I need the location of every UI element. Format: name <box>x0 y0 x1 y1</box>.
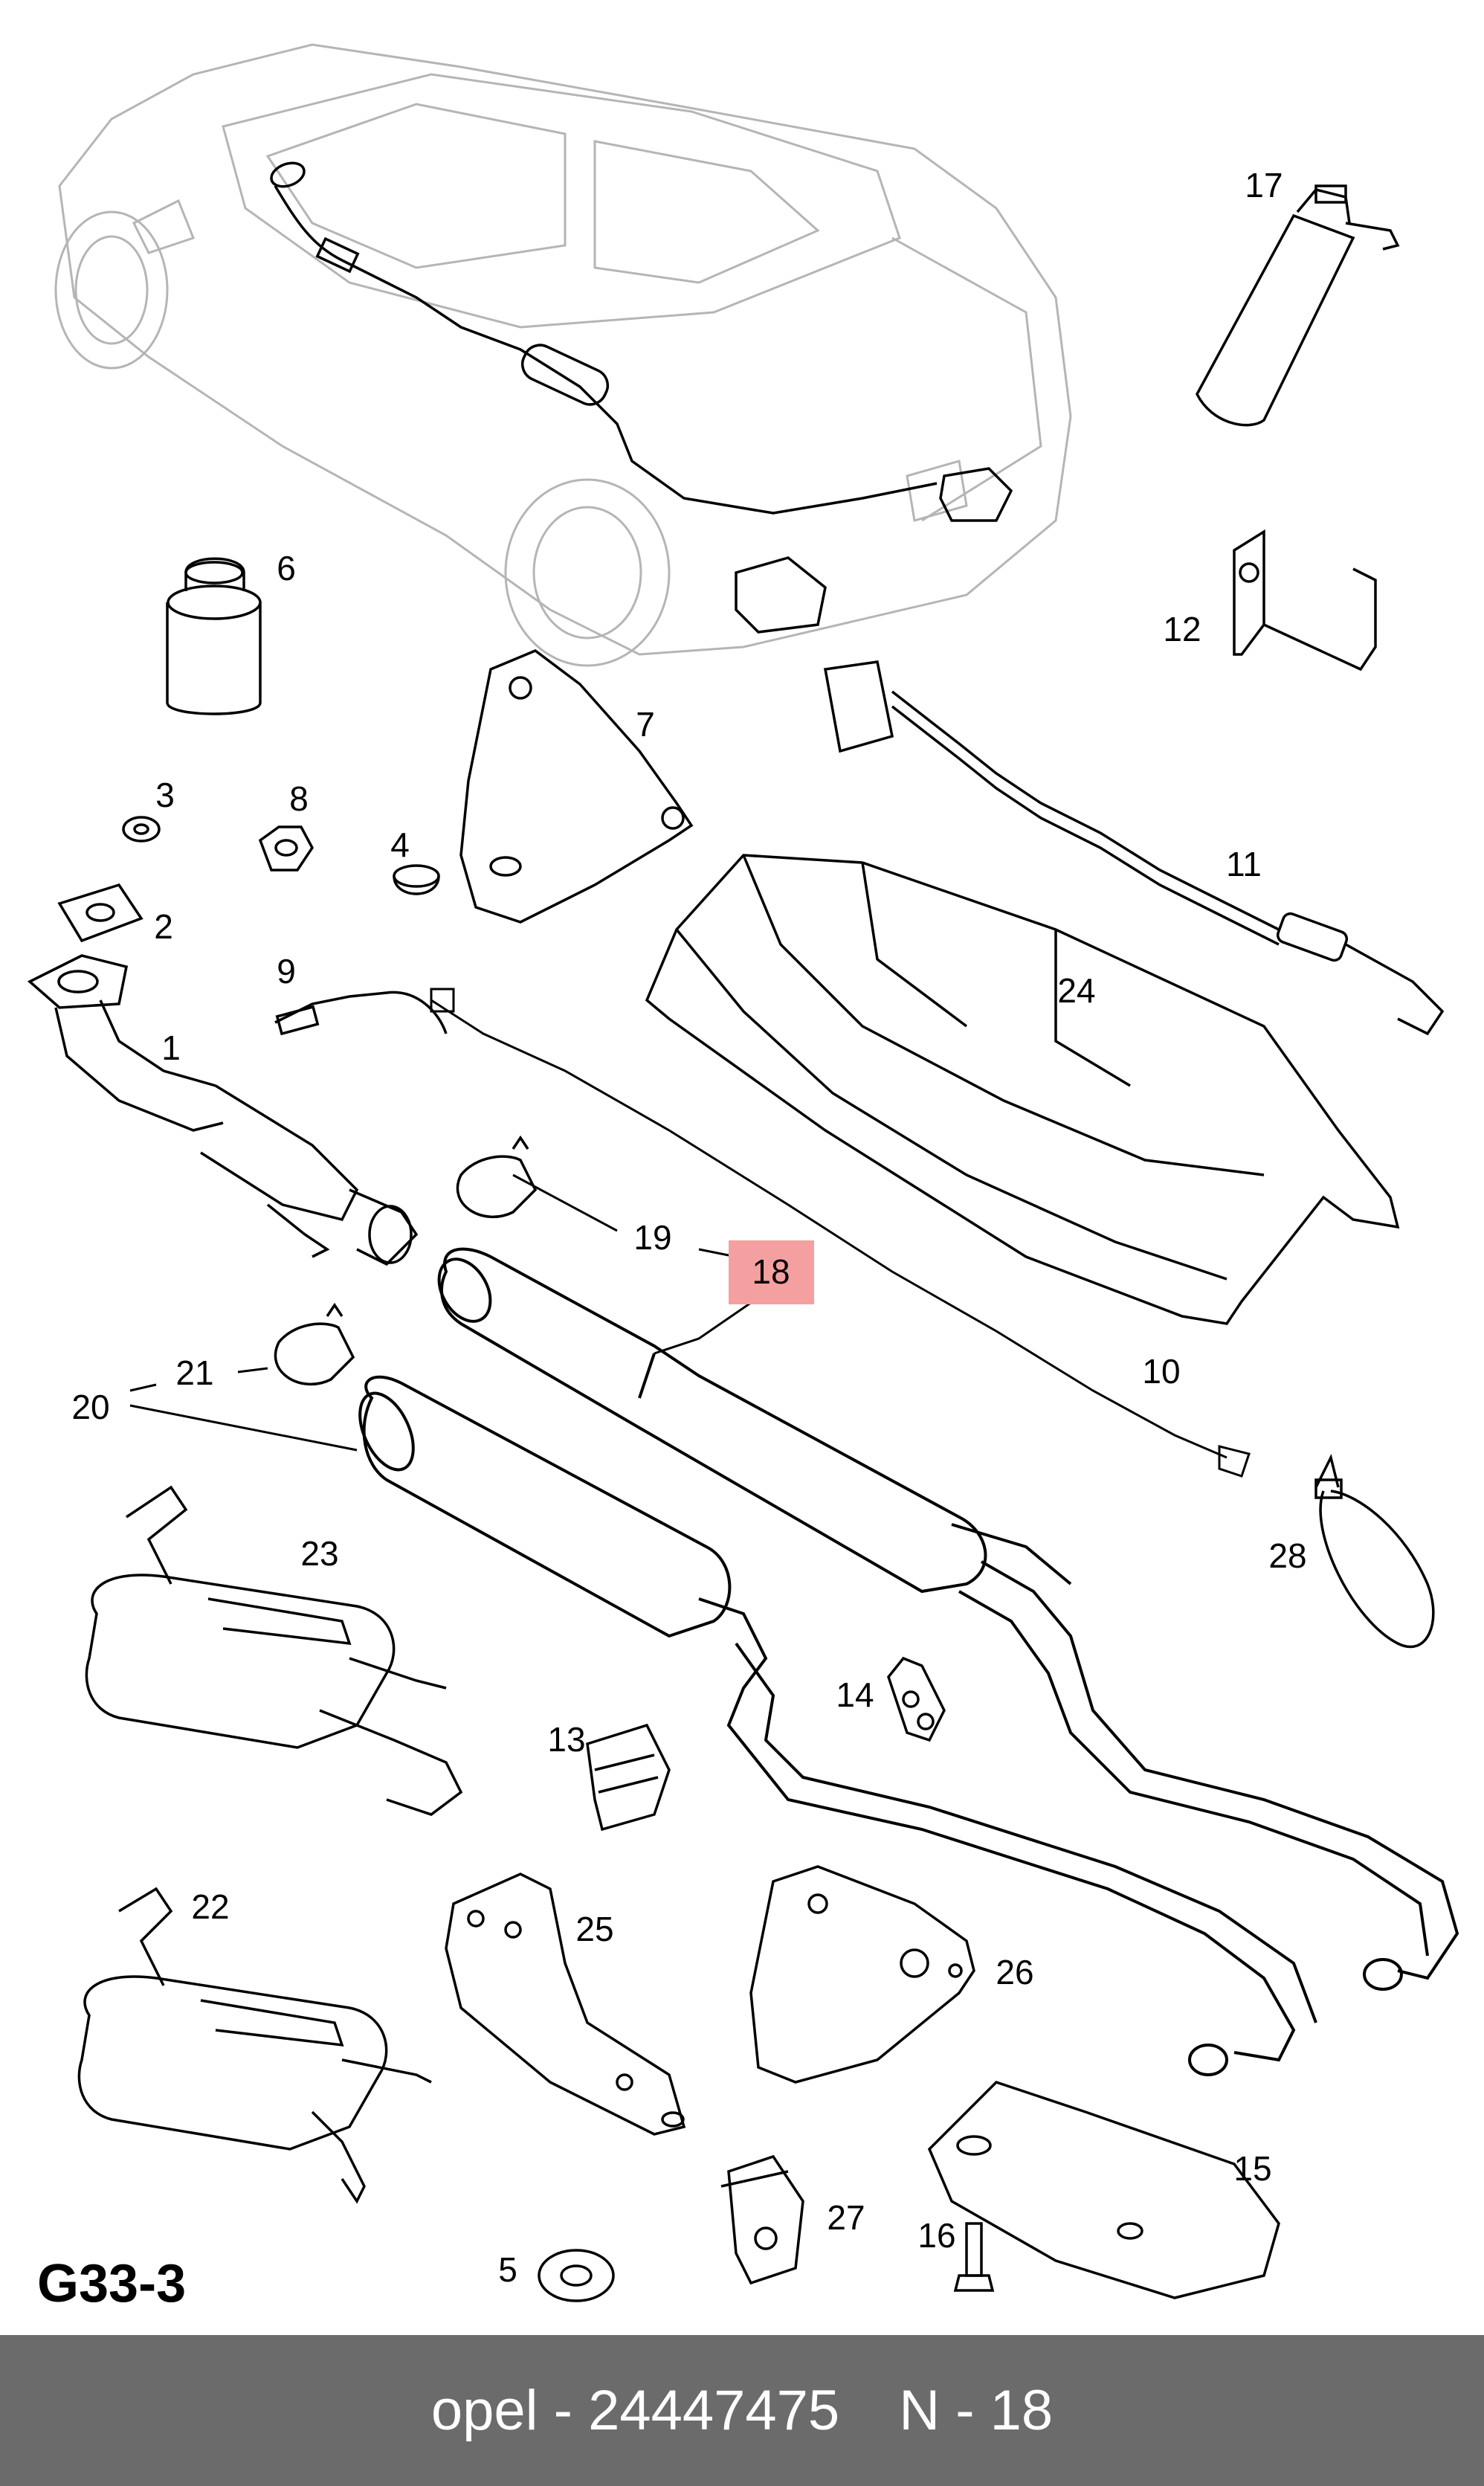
callout-16: 16 <box>917 2216 955 2255</box>
callout-7: 7 <box>636 705 655 744</box>
callout-9: 9 <box>277 952 296 991</box>
part-20-rear-silencer <box>358 1375 1459 2076</box>
callout-24: 24 <box>1057 971 1095 1010</box>
part-26-heat-shield <box>749 1865 975 2084</box>
callout-21: 21 <box>175 1353 213 1392</box>
callout-26: 26 <box>996 1953 1033 1991</box>
exhaust-in-car <box>270 161 1013 634</box>
footer-part-number: 24447475 <box>588 2379 840 2442</box>
part-10-sensor-lead <box>430 988 1251 1478</box>
part-17-sealant-tube <box>1196 184 1400 427</box>
callout-19: 19 <box>633 1218 671 1257</box>
highlight-18 <box>729 1240 814 1304</box>
part-12-bracket <box>1233 529 1377 672</box>
callout-2: 2 <box>154 907 173 946</box>
callout-28: 28 <box>1268 1536 1306 1575</box>
small-hardware <box>57 816 440 943</box>
part-1-front-pipe <box>27 954 419 1266</box>
part-11-sensor-harness <box>823 660 1445 1036</box>
part-25-bracket <box>445 1872 686 2136</box>
callout-3: 3 <box>155 776 175 814</box>
part-5-grommet <box>538 2249 615 2302</box>
part-6-container <box>166 557 262 715</box>
callout-12: 12 <box>1163 610 1201 648</box>
car-illustration <box>54 43 1072 667</box>
callout-1: 1 <box>161 1028 181 1067</box>
callout-5: 5 <box>498 2250 517 2289</box>
part-23-silencer <box>85 1485 463 1816</box>
callout-25: 25 <box>575 1910 613 1948</box>
part-22-silencer <box>77 1887 432 2204</box>
callout-23: 23 <box>300 1534 338 1573</box>
callout-14: 14 <box>836 1675 874 1714</box>
callout-6: 6 <box>277 549 296 587</box>
exhaust-system-diagram: 18 17 6 12 7 3 8 4 11 2 9 24 1 19 10 21 … <box>27 43 1459 2302</box>
diagram-code: G33-3 <box>37 2254 187 2313</box>
callout-10: 10 <box>1142 1352 1180 1391</box>
part-27-clip <box>720 2154 804 2285</box>
part-16-bolt <box>953 2222 995 2292</box>
callout-11: 11 <box>1226 845 1262 883</box>
footer-position: N - 18 <box>899 2379 1054 2442</box>
callout-18: 18 <box>752 1252 790 1291</box>
part-24-heat-shield <box>645 854 1400 1325</box>
part-15-heat-shield <box>927 2080 1280 2299</box>
part-9-sensor <box>274 991 448 1036</box>
leader-lines <box>129 1173 759 1452</box>
callout-22: 22 <box>191 1887 229 1926</box>
part-28-cable-tie <box>1314 1453 1435 1649</box>
part-13-clip <box>586 1723 671 1832</box>
callout-17: 17 <box>1245 166 1283 205</box>
part-7-heat-shield <box>459 649 694 924</box>
callout-13: 13 <box>547 1720 585 1759</box>
part-14-hanger <box>887 1656 946 1742</box>
callout-15: 15 <box>1233 2149 1271 2188</box>
part-18-centre-silencer <box>437 1247 1072 1594</box>
footer-brand: opel <box>430 2379 538 2442</box>
callout-27: 27 <box>827 2198 865 2237</box>
callout-labels: 17 6 12 7 3 8 4 11 2 9 24 1 19 10 21 20 … <box>71 166 1306 2289</box>
part-19-21-clamps <box>274 1135 538 1386</box>
callout-4: 4 <box>390 825 410 864</box>
callout-20: 20 <box>71 1388 109 1426</box>
callout-8: 8 <box>289 779 309 818</box>
